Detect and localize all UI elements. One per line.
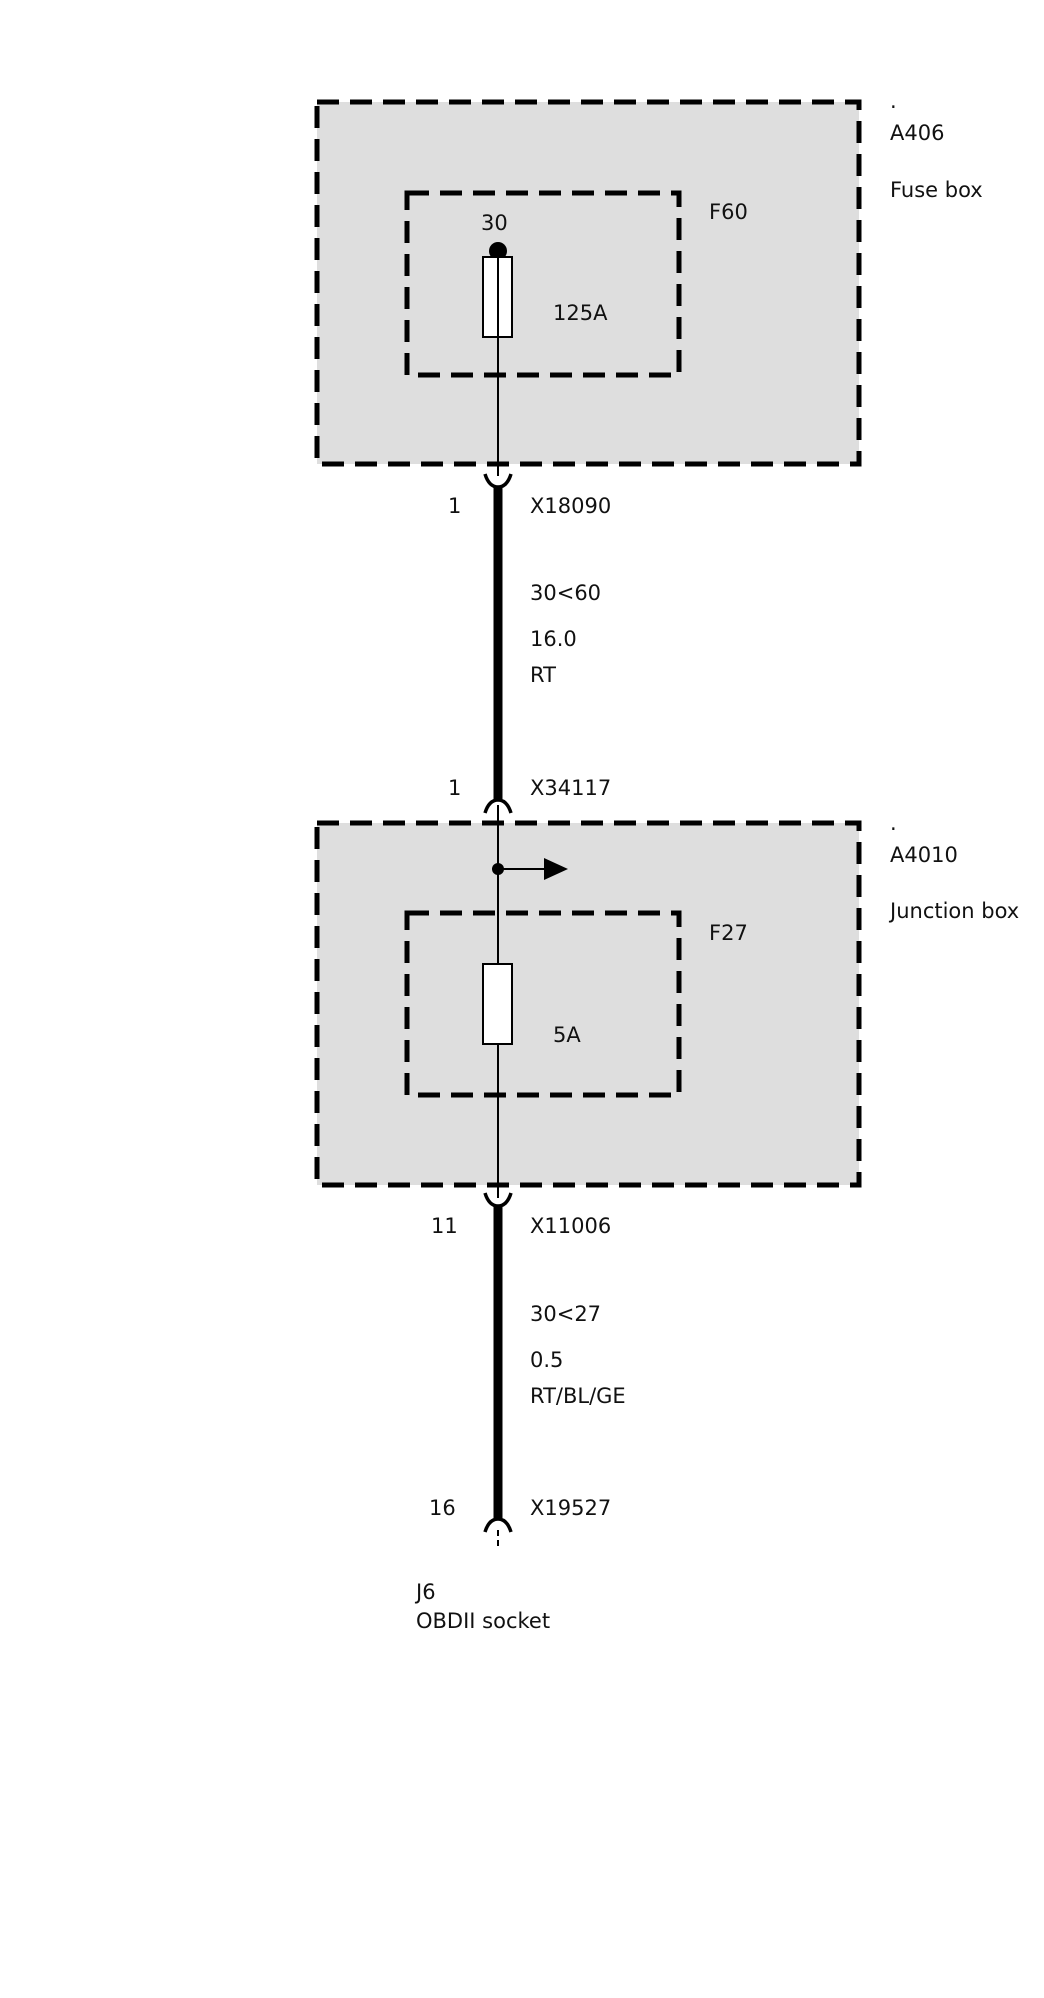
- fuse-f60-rating: 125A: [553, 301, 608, 325]
- junction-box-id: A4010: [890, 843, 958, 867]
- obd-socket-id: J6: [414, 1580, 436, 1604]
- fuse-f60-terminal: 30: [481, 211, 508, 235]
- fuse-f27-rating: 5A: [553, 1023, 581, 1047]
- fuse-f27-symbol: [482, 963, 513, 1045]
- wire-1-circuit: 30<60: [530, 581, 601, 605]
- connector-x11006-pin: 11: [431, 1214, 458, 1238]
- fuse-box-id: A406: [890, 121, 944, 145]
- connector-x34117-symbol: [483, 798, 513, 814]
- junction-box-outline: [314, 820, 862, 1188]
- connector-x19527-pin: 16: [429, 1496, 456, 1520]
- wire-1-color: RT: [530, 663, 556, 687]
- connector-x19527-id: X19527: [530, 1496, 611, 1520]
- fuse-f60-outline: [404, 190, 682, 378]
- connector-x34117-pin: 1: [448, 776, 461, 800]
- wire-1-cross-section: 16.0: [530, 627, 577, 651]
- fuse-box-name: Fuse box: [890, 178, 983, 202]
- fuse-f27-outline: [404, 910, 682, 1098]
- connector-x19527-symbol: [483, 1517, 513, 1533]
- wire-2-cross-section: 0.5: [530, 1348, 563, 1372]
- obd-socket-name: OBDII socket: [416, 1609, 550, 1633]
- fuse-box-outline: [314, 99, 862, 467]
- wire-2-color: RT/BL/GE: [530, 1384, 626, 1408]
- connector-x18090-pin: 1: [448, 494, 461, 518]
- junction-box-name: Junction box: [888, 899, 1019, 923]
- wire-2-circuit: 30<27: [530, 1302, 601, 1326]
- connector-x11006-id: X11006: [530, 1214, 611, 1238]
- fuse-f27-id: F27: [709, 921, 748, 945]
- fuse-f60-id: F60: [709, 200, 748, 224]
- connector-x18090-id: X18090: [530, 494, 611, 518]
- junction-box-dot: .: [890, 811, 897, 835]
- branch-arrow-icon: [544, 858, 568, 880]
- fuse-box-dot: .: [890, 89, 897, 113]
- connector-x34117-id: X34117: [530, 776, 611, 800]
